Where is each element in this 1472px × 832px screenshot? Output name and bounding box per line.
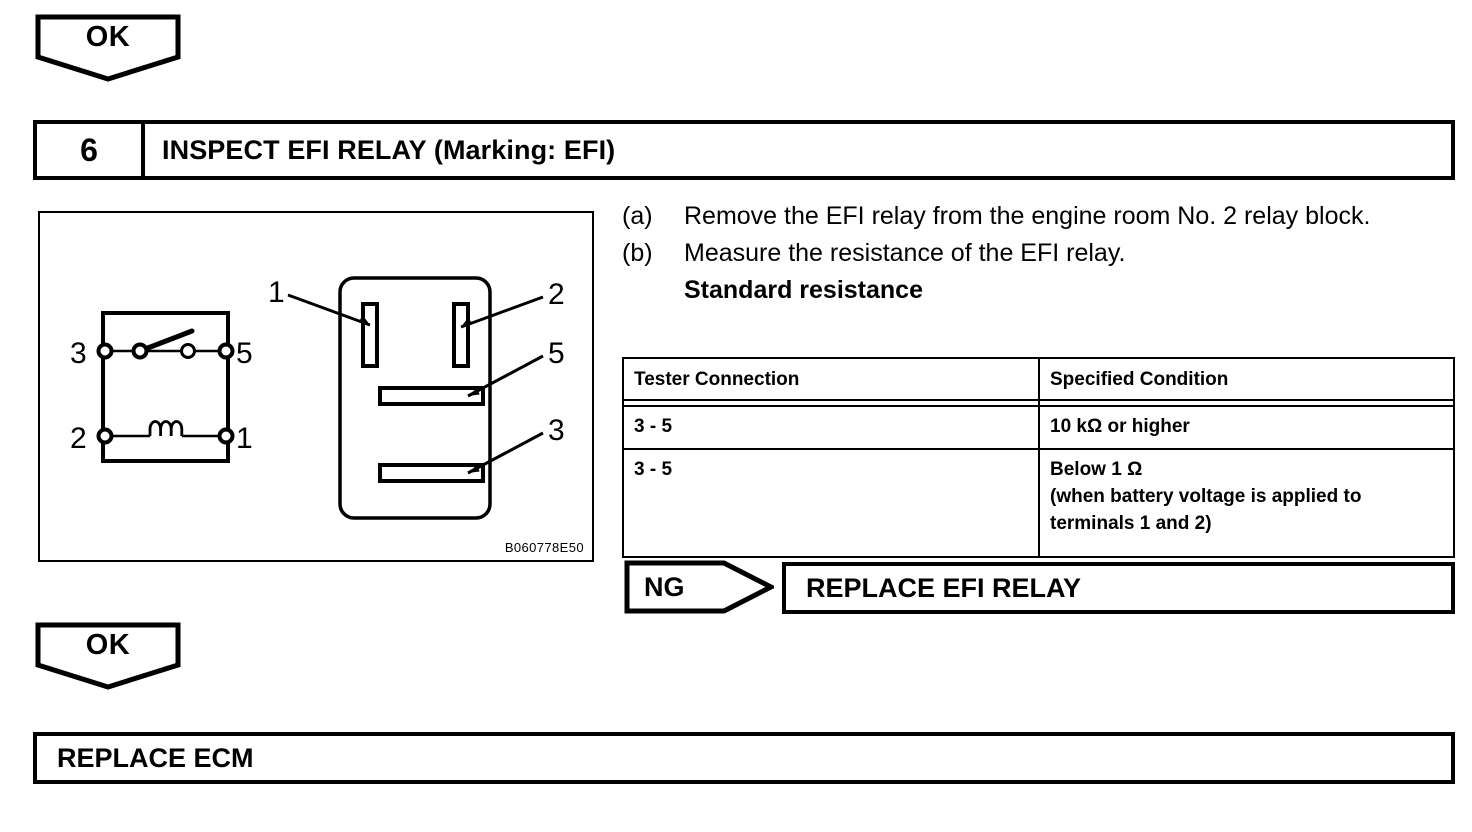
table-header-rule — [622, 399, 1455, 407]
cell-tester-connection: 3 - 5 — [622, 405, 1040, 450]
result-box-replace-efi-relay: REPLACE EFI RELAY — [782, 562, 1455, 614]
table-row: 3 - 5 Below 1 Ω (when battery voltage is… — [622, 448, 1455, 558]
ok-arrow-top: OK — [35, 14, 181, 82]
condition-line-3: terminals 1 and 2) — [1050, 513, 1212, 534]
step-header-box: 6 INSPECT EFI RELAY (Marking: EFI) — [33, 120, 1455, 180]
schematic-terminal-2: 2 — [70, 422, 87, 455]
procedure-item: (b) Measure the resistance of the EFI re… — [622, 235, 1452, 272]
step-number: 6 — [37, 124, 145, 176]
ok-arrow-top-label: OK — [85, 21, 131, 53]
condition-line-2: (when battery voltage is applied to — [1050, 486, 1362, 507]
schematic-terminal-5: 5 — [236, 337, 253, 370]
procedure-text: Remove the EFI relay from the engine roo… — [684, 202, 1371, 230]
ok-arrow-shape-icon — [35, 622, 181, 690]
relay-diagram: 3 5 2 1 1 2 5 3 — [70, 276, 565, 520]
procedure-marker: (b) — [622, 239, 653, 267]
ng-arrow-shape-icon — [624, 560, 774, 614]
illustration-frame: 3 5 2 1 1 2 5 3 B060778E50 — [38, 211, 594, 562]
table-row: 3 - 5 10 kΩ or higher — [622, 405, 1455, 450]
result-box-replace-ecm: REPLACE ECM — [33, 732, 1455, 784]
column-header-specified-condition: Specified Condition — [1038, 357, 1455, 401]
procedure-marker: (a) — [622, 202, 653, 230]
relay-schematic-icon — [96, 311, 235, 463]
table-header-row: Tester Connection Specified Condition — [622, 357, 1455, 401]
relay-callout-3: 3 — [548, 414, 565, 447]
relay-callout-1: 1 — [268, 276, 285, 309]
ok-arrow-bottom: OK — [35, 622, 181, 690]
ok-arrow-bottom-label: OK — [85, 629, 131, 661]
relay-callout-5: 5 — [548, 337, 565, 370]
illustration-code: B060778E50 — [504, 540, 584, 555]
ng-arrow-label: NG — [644, 572, 685, 602]
schematic-terminal-3: 3 — [70, 337, 87, 370]
procedure-item: (a) Remove the EFI relay from the engine… — [622, 198, 1452, 235]
cell-tester-connection: 3 - 5 — [622, 448, 1040, 558]
ok-arrow-shape-icon — [35, 14, 181, 82]
ng-arrow: NG — [624, 560, 774, 614]
cell-specified-condition: Below 1 Ω (when battery voltage is appli… — [1038, 448, 1455, 558]
cell-specified-condition: 10 kΩ or higher — [1038, 405, 1455, 450]
standard-resistance-heading: Standard resistance — [684, 276, 923, 304]
relay-body-icon — [287, 276, 544, 520]
result-label: REPLACE ECM — [57, 742, 254, 773]
relay-callout-2: 2 — [548, 278, 565, 311]
procedure-list: (a) Remove the EFI relay from the engine… — [622, 198, 1452, 309]
step-title: INSPECT EFI RELAY (Marking: EFI) — [162, 134, 616, 165]
result-label: REPLACE EFI RELAY — [806, 572, 1082, 603]
schematic-terminal-1: 1 — [236, 422, 253, 455]
specification-table: Tester Connection Specified Condition 3 … — [622, 357, 1455, 558]
condition-line-1: Below 1 Ω — [1050, 459, 1143, 480]
column-header-tester-connection: Tester Connection — [622, 357, 1040, 401]
procedure-text: Measure the resistance of the EFI relay. — [684, 239, 1126, 267]
